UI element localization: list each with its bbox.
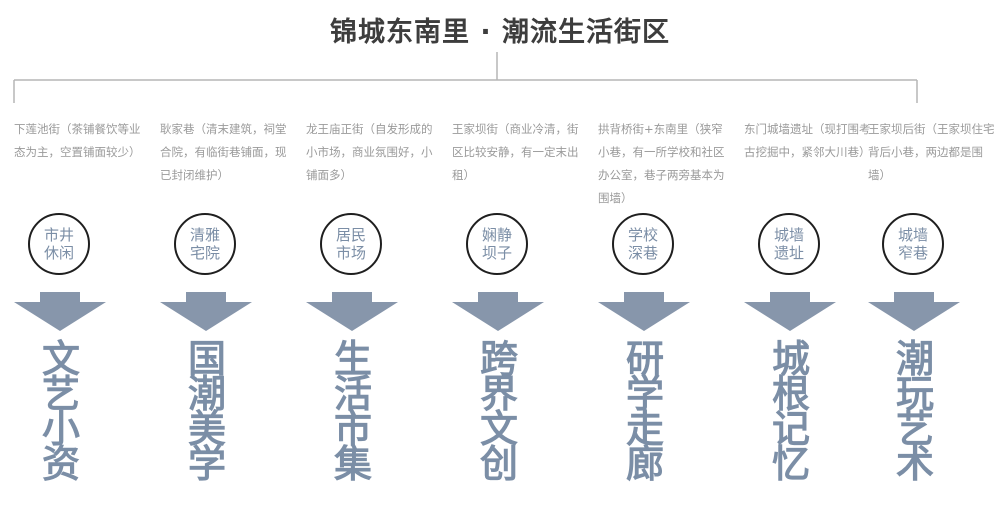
character-circle: 清雅宅院 bbox=[174, 213, 236, 275]
column-description: 龙王庙正街（自发形成的小市场，商业氛围好，小铺面多） bbox=[306, 122, 433, 182]
column-4: 王家坝街（商业冷清，街区比较安静，有一定末出租） 娴静坝子 跨界文创 bbox=[452, 118, 580, 498]
column-description: 东门城墙遗址（现打围考古挖掘中，紧邻大川巷） bbox=[744, 122, 871, 159]
character-circle: 学校深巷 bbox=[612, 213, 674, 275]
down-arrow-icon bbox=[306, 292, 398, 331]
diagram-title: 锦城东南里 · 潮流生活街区 bbox=[329, 17, 671, 48]
column-5: 拱背桥街+东南里（狭窄小巷，有一所学校和社区办公室，巷子两旁基本为围墙） 学校深… bbox=[598, 118, 726, 498]
down-arrow-icon bbox=[160, 292, 252, 331]
theme-label: 文艺小资 bbox=[41, 337, 80, 486]
column-description: 下莲池街（茶铺餐饮等业态为主，空置铺面较少） bbox=[14, 122, 141, 159]
character-circle: 娴静坝子 bbox=[466, 213, 528, 275]
character-circle: 城墙窄巷 bbox=[882, 213, 944, 275]
column-7: 王家坝后街（王家坝住宅背后小巷，两边都是围墙） 城墙窄巷 潮玩艺术 bbox=[868, 118, 996, 498]
column-2: 耿家巷（清末建筑，祠堂合院，有临街巷铺面，现已封闭维护） 清雅宅院 国潮美学 bbox=[160, 118, 288, 498]
theme-label: 国潮美学 bbox=[187, 337, 226, 486]
character-tag: 娴静坝子 bbox=[481, 226, 512, 262]
down-arrow-icon bbox=[452, 292, 544, 331]
connector-lines bbox=[13, 52, 918, 103]
column-description: 王家坝后街（王家坝住宅背后小巷，两边都是围墙） bbox=[868, 122, 995, 182]
character-circle: 居民市场 bbox=[320, 213, 382, 275]
column-description: 耿家巷（清末建筑，祠堂合院，有临街巷铺面，现已封闭维护） bbox=[160, 122, 287, 182]
down-arrow-icon bbox=[744, 292, 836, 331]
column-6: 东门城墙遗址（现打围考古挖掘中，紧邻大川巷） 城墙遗址 城根记忆 bbox=[744, 118, 872, 498]
column-1: 下莲池街（茶铺餐饮等业态为主，空置铺面较少） 市井休闲 文艺小资 bbox=[14, 118, 142, 498]
theme-label: 城根记忆 bbox=[771, 337, 810, 486]
column-3: 龙王庙正街（自发形成的小市场，商业氛围好，小铺面多） 居民市场 生活市集 bbox=[306, 118, 434, 498]
character-tag: 市井休闲 bbox=[43, 226, 74, 262]
theme-label: 研学走廊 bbox=[625, 337, 664, 486]
theme-label: 跨界文创 bbox=[479, 337, 518, 486]
column-description: 拱背桥街+东南里（狭窄小巷，有一所学校和社区办公室，巷子两旁基本为围墙） bbox=[598, 122, 725, 205]
theme-label: 潮玩艺术 bbox=[895, 337, 934, 486]
character-tag: 城墙遗址 bbox=[773, 226, 804, 262]
theme-label: 生活市集 bbox=[333, 337, 372, 486]
character-tag: 学校深巷 bbox=[627, 226, 658, 262]
down-arrow-icon bbox=[14, 292, 106, 331]
character-circle: 城墙遗址 bbox=[758, 213, 820, 275]
character-circle: 市井休闲 bbox=[28, 213, 90, 275]
character-tag: 城墙窄巷 bbox=[897, 226, 928, 262]
column-description: 王家坝街（商业冷清，街区比较安静，有一定末出租） bbox=[452, 122, 579, 182]
character-tag: 居民市场 bbox=[335, 226, 366, 262]
down-arrow-icon bbox=[868, 292, 960, 331]
down-arrow-icon bbox=[598, 292, 690, 331]
character-tag: 清雅宅院 bbox=[189, 226, 220, 262]
